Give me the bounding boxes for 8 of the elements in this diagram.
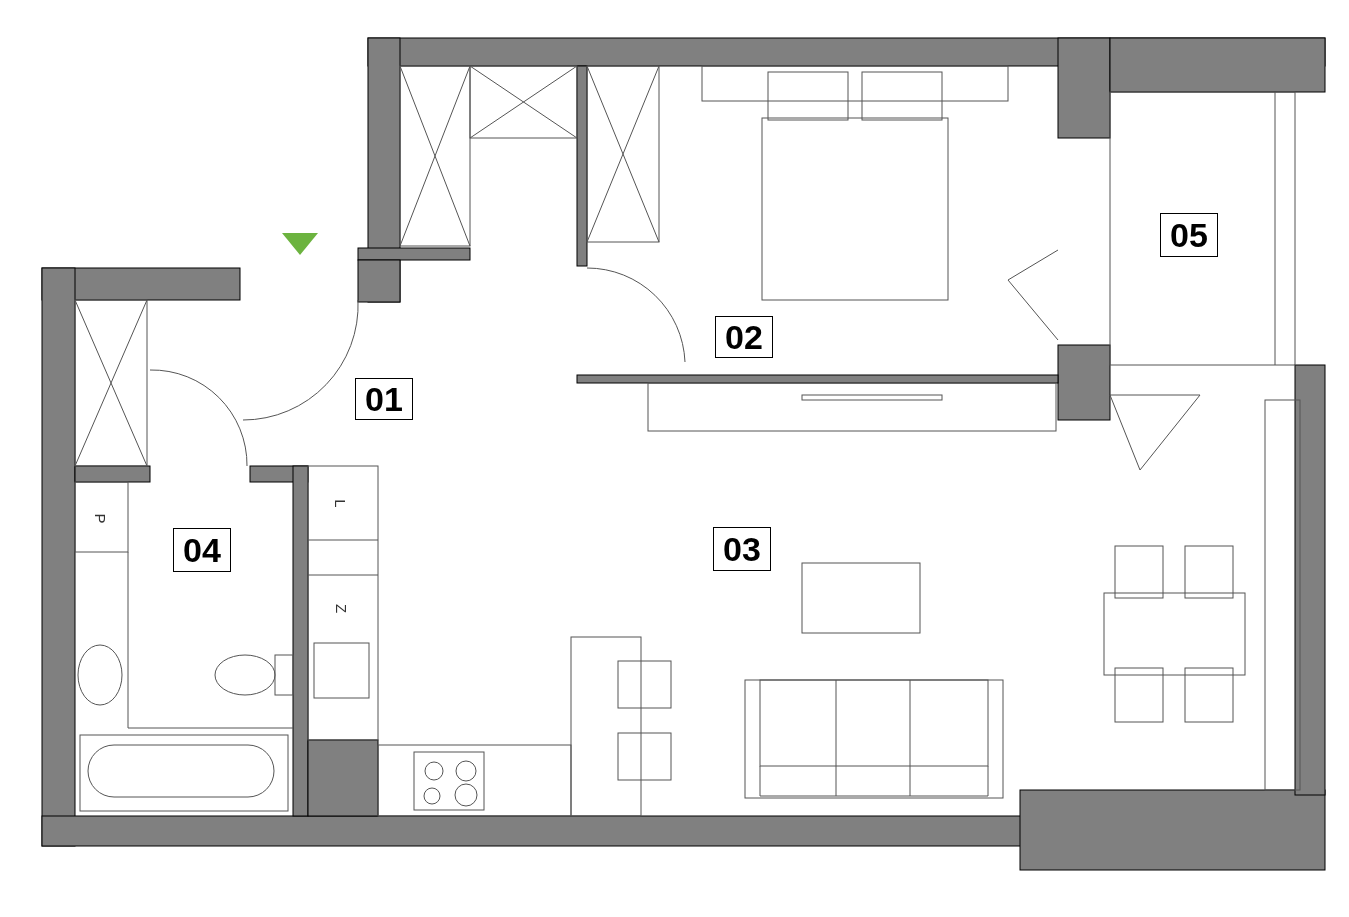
- room-number: 03: [713, 527, 771, 571]
- appliance-mark: L: [331, 499, 349, 508]
- room-number: 05: [1160, 213, 1218, 257]
- appliance-mark: P: [91, 513, 109, 524]
- room-number: 04: [173, 528, 231, 572]
- room-number: 01: [355, 378, 413, 420]
- room-number: 02: [715, 316, 773, 358]
- appliance-mark: Z: [333, 603, 351, 614]
